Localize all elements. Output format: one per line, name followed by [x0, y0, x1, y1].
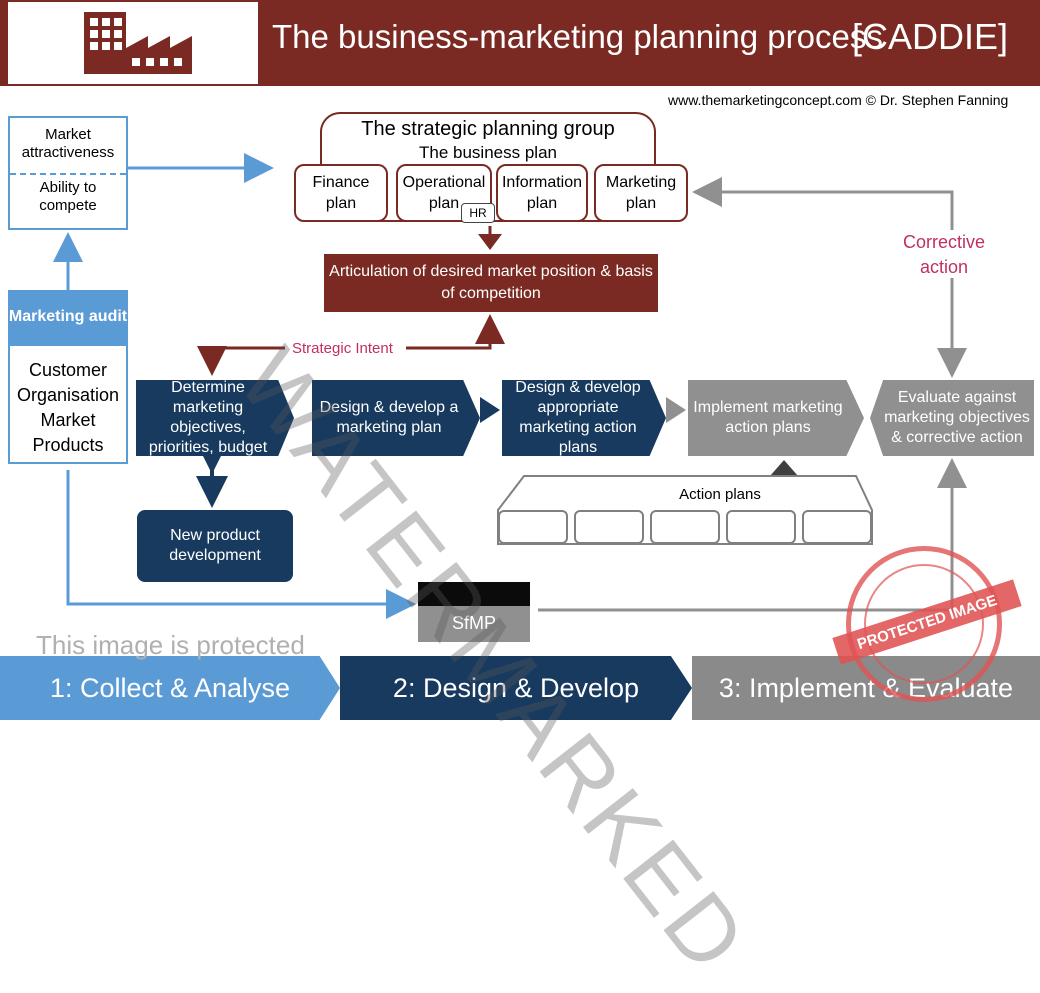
caddie-tag: [CADDIE] — [852, 16, 1009, 57]
audit-items: Customer Organisation Market Products — [10, 358, 126, 458]
action-plan-slot — [650, 510, 720, 544]
evaluate-step: Evaluate against marketing objectives & … — [870, 380, 1034, 456]
sfmp-box: SfMP — [418, 582, 530, 642]
determine-objectives-step: Determine marketing objectives, prioriti… — [136, 380, 294, 456]
factory-icon — [84, 12, 192, 74]
corrective-action-label: Corrective action — [902, 232, 986, 277]
marketing-audit-header: Marketing audit — [8, 290, 128, 344]
dashed-divider — [10, 173, 126, 175]
market-attractiveness-label: Market attractiveness — [21, 126, 115, 161]
audit-item: Market — [40, 410, 96, 430]
audit-item: Customer — [28, 360, 108, 380]
action-plan-slot — [574, 510, 644, 544]
logo — [8, 2, 258, 84]
page-title: The business-marketing planning process — [272, 18, 883, 55]
information-plan: Information plan — [496, 164, 588, 222]
action-plan-slot — [498, 510, 568, 544]
copyright-text: www.themarketingconcept.com © Dr. Stephe… — [668, 92, 1009, 108]
marketing-plan: Marketing plan — [594, 164, 688, 222]
phase-design-develop: 2: Design & Develop — [340, 656, 692, 720]
audit-item: Organisation — [16, 385, 120, 405]
protected-notice: This image is protected — [36, 630, 305, 660]
audit-item: Products — [32, 435, 104, 455]
design-plan-step: Design & develop a marketing plan — [312, 380, 480, 456]
action-plan-slot — [802, 510, 872, 544]
strategic-intent-label: Strategic Intent — [292, 340, 393, 357]
implement-step: Implement marketing action plans — [688, 380, 864, 456]
ability-to-compete-label: Ability to compete — [39, 179, 97, 214]
design-action-plans-step: Design & develop appropriate marketing a… — [502, 380, 666, 456]
connector-lines — [53, 153, 967, 619]
action-plans-label: Action plans — [679, 486, 761, 503]
finance-plan: Finance plan — [294, 164, 388, 222]
phase-collect-analyse: 1: Collect & Analyse — [0, 656, 340, 720]
hr-tag: HR — [461, 203, 495, 223]
articulation-box: Articulation of desired market position … — [324, 254, 658, 312]
protection-stamp — [846, 546, 1002, 702]
strategic-planning-group-title: The strategic planning group — [361, 118, 615, 140]
business-plan-label: The business plan — [419, 143, 557, 162]
marketing-audit-box — [8, 344, 128, 464]
new-product-development: New product development — [137, 510, 293, 582]
action-plan-slot — [726, 510, 796, 544]
protection-stamp-inner — [864, 564, 984, 684]
